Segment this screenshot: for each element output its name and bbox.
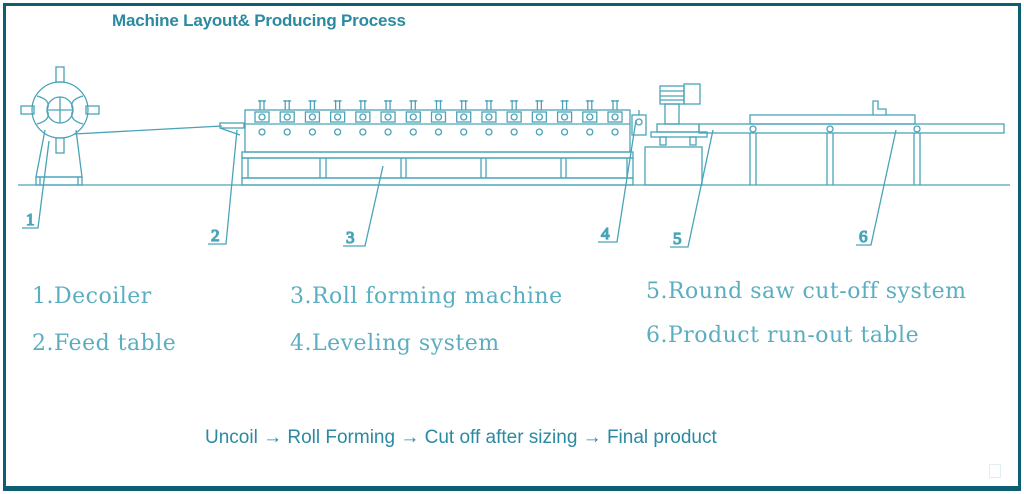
roll-station bbox=[329, 100, 346, 136]
callout-leaders bbox=[22, 119, 897, 248]
process-flow-text: Uncoil → Roll Forming → Cut off after si… bbox=[205, 427, 717, 448]
legend-item-roll-forming: 3.Roll forming machine bbox=[290, 284, 563, 309]
diagram-frame bbox=[3, 3, 1021, 491]
callout-6: 6 bbox=[859, 227, 868, 246]
roll-station bbox=[304, 100, 321, 136]
callout-5: 5 bbox=[673, 229, 682, 248]
roll-station bbox=[556, 100, 573, 136]
roll-station bbox=[355, 100, 371, 136]
callout-3: 3 bbox=[346, 228, 355, 247]
legend-item-round-saw: 5.Round saw cut-off system bbox=[646, 279, 967, 304]
roll-station bbox=[456, 100, 472, 136]
diagram-title: Machine Layout& Producing Process bbox=[112, 11, 406, 30]
legend-column-2: 3.Roll forming machine 4.Leveling system bbox=[290, 273, 563, 367]
legend-column-1: 1.Decoiler 2.Feed table bbox=[32, 273, 176, 367]
roll-station bbox=[405, 100, 421, 136]
legend-item-decoiler: 1.Decoiler bbox=[32, 284, 152, 309]
roll-station bbox=[607, 100, 623, 136]
legend-item-leveling: 4.Leveling system bbox=[290, 331, 500, 356]
slide-corner-placeholder bbox=[989, 464, 1001, 478]
legend-item-run-out-table: 6.Product run-out table bbox=[646, 323, 920, 348]
legend-column-3: 5.Round saw cut-off system 6.Product run… bbox=[646, 270, 966, 358]
decoiler-icon bbox=[20, 66, 100, 186]
steel-strip bbox=[73, 125, 223, 135]
roll-station bbox=[380, 100, 396, 136]
callout-4: 4 bbox=[601, 224, 610, 243]
product-run-out-table-icon bbox=[698, 100, 1005, 185]
feed-table-icon bbox=[219, 122, 245, 136]
roll-station bbox=[430, 100, 447, 136]
legend-item-feed-table: 2.Feed table bbox=[32, 331, 177, 356]
roll-station bbox=[254, 100, 270, 136]
roll-station bbox=[481, 100, 497, 136]
roll-station bbox=[582, 100, 598, 136]
round-saw-cutoff-icon bbox=[644, 83, 708, 186]
roll-station bbox=[279, 100, 295, 136]
roll-forming-machine-icon bbox=[241, 100, 634, 186]
callout-1: 1 bbox=[26, 210, 35, 229]
roll-station bbox=[506, 100, 522, 136]
callout-2: 2 bbox=[211, 226, 220, 245]
roll-station bbox=[531, 100, 548, 136]
